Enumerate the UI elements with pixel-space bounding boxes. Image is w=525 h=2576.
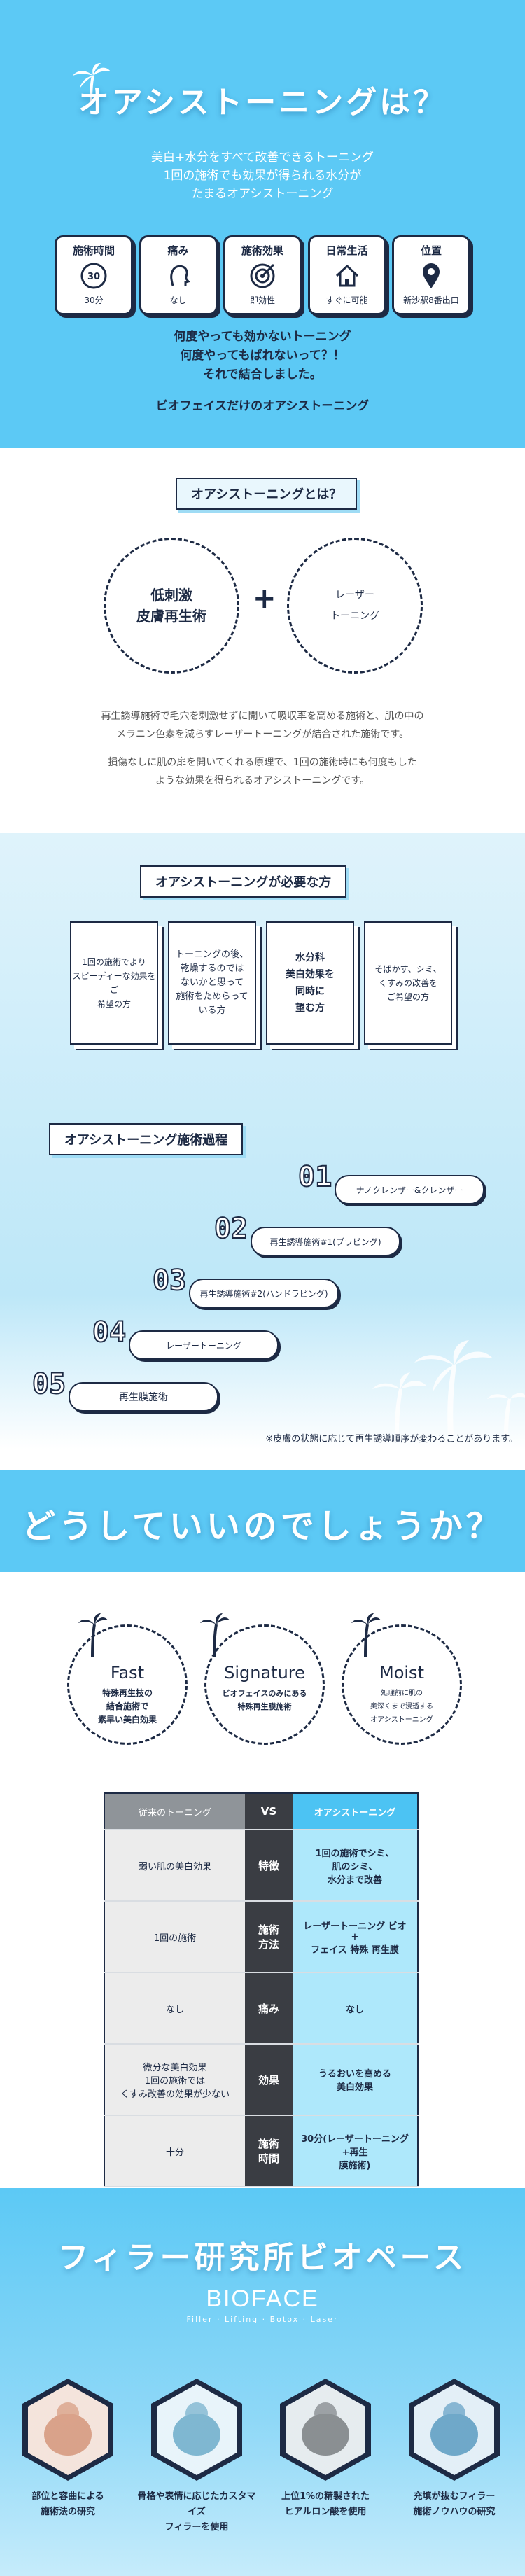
process-note: ※皮膚の状態に応じて再生誘導順序が変わることがあります。 [265,1434,518,1444]
hero-tagline: 何度やっても効かないトーニング 何度やってもばれないって？！ それで結合しました… [174,330,351,382]
bioface-logo-sub: Filler · Lifting · Botox · Laser [186,2315,339,2324]
hero-section: オアシストーニングは？ 美白+水分をすべて改善できるトーニング 1回の施術でも効… [0,0,525,448]
hexagon-photo [280,2379,371,2481]
need-card: そばかす、シミ、くすみの改善をご希望の方 [364,921,452,1045]
home-icon [335,264,358,287]
palm-trees-decoration [372,1340,525,1435]
circle-regeneration: 低刺激 皮膚再生術 [104,538,239,674]
feature-row: 施術時間 30 30分 痛み なし 施術効果 即効性 日常生活 すぐに可能 位置… [55,235,470,315]
feature-location: 位置 新沙駅8番出口 [392,235,470,315]
what-description-1: 再生誘導施術で毛穴を刺激せずに開いて吸収率を高める施術と、肌の中の メラニン色素… [101,711,424,740]
need-card: 1回の施術でよりスピーディーな効果をご希望の方 [70,921,158,1045]
step-pill: ナノクレンザー&クレンザー [335,1175,484,1204]
lab-item: 充填が抜むフィラー施術ノウハウの研究 [407,2377,501,2517]
step-pill: 再生膜施術 [69,1382,218,1412]
hero-tag-bottom: ビオフェイスだけのオアシストーニング [155,399,370,413]
what-description-2: 損傷なしに肌の扉を開いてくれる原理で、1回の施術時にも何度もした ような効果を得… [108,757,417,786]
what-label: オアシストーニングとは？ [176,478,358,510]
lab-item-caption: 上位1%の精製されたヒアルロン酸を使用 [281,2491,370,2517]
table-row: 1回の施術施術方法レーザートーニング ビオ+フェイス 特殊 再生膜 [104,1901,418,1973]
palm-tree-icon [351,1613,381,1657]
need-card: 水分科美白効果を同時に望む方 [266,921,354,1045]
palm-tree-icon [200,1613,230,1657]
why-bubble-fast: Fast 特殊再生技の結合施術で素早い美白効果 [67,1624,188,1745]
feature-pain: 痛み なし [139,235,218,315]
step-number: 01 [298,1160,332,1194]
lab-item: 骨格や表情に応じたカスタマイズフィラーを使用 [137,2377,256,2533]
bioface-logo: BIOFACE [206,2285,319,2312]
lab-item: 上位1%の精製されたヒアルロン酸を使用 [279,2377,372,2517]
hero-intro: 美白+水分をすべて改善できるトーニング 1回の施術でも効果が得られる水分が たま… [150,151,374,201]
table-row: なし痛みなし [104,1972,418,2045]
lab-item-caption: 充填が抜むフィラー施術ノウハウの研究 [413,2491,496,2517]
need-label: オアシストーニングが必要な方 [140,865,347,898]
hexagon-photo [409,2379,500,2481]
target-icon [250,263,275,288]
lab-item-caption: 部位と容曲による施術法の研究 [31,2491,104,2517]
plus-sign: + [253,583,276,615]
palm-tree-icon [73,63,111,103]
palm-tree-icon [78,1613,108,1657]
lab-title: フィラー研究所ビオペース [57,2240,468,2276]
hexagon-photo [151,2379,242,2481]
why-bubble-signature: Signature ビオフェイスのみにある特殊再生膜施術 [204,1624,325,1745]
step-pill: 再生誘導施術#2(ハンドラピング) [189,1279,339,1308]
svg-text:30: 30 [88,272,100,282]
feature-daily-life: 日常生活 すぐに可能 [307,235,386,315]
hexagon-photo [22,2379,113,2481]
table-header-row: 従来のトーニング VS オアシストーニング [104,1793,418,1830]
step-number: 02 [214,1212,248,1246]
need-card: トーニングの後、乾燥するのではないかと思って施術をためらっている方 [168,921,256,1045]
step-pill: 再生誘導施術#1(ブラピング) [251,1227,400,1256]
why-bubble-moist: Moist 処理前に肌の奥深くまで浸透するオアシストーニング [342,1624,462,1745]
feature-effect: 施術効果 即効性 [223,235,302,315]
process-label: オアシストーニング施術過程 [49,1123,244,1155]
circle-laser: レーザー トーニング [287,538,423,674]
step-number: 03 [152,1264,187,1297]
lab-item-caption: 骨格や表情に応じたカスタマイズフィラーを使用 [137,2491,256,2533]
lab-item: 部位と容曲による施術法の研究 [21,2377,115,2517]
step-pill: レーザートーニング [129,1330,279,1360]
hero-title: オアシストーニングは？ [78,85,447,120]
why-banner [0,1470,525,1572]
clock-icon: 30 [80,263,107,289]
why-banner-text: どうしていいのでしょうか？ [22,1507,503,1546]
location-pin-icon [423,263,440,288]
feature-time: 施術時間 30 30分 [55,235,133,315]
face-icon [169,265,190,286]
step-number: 04 [92,1316,127,1349]
step-number: 05 [31,1367,66,1401]
